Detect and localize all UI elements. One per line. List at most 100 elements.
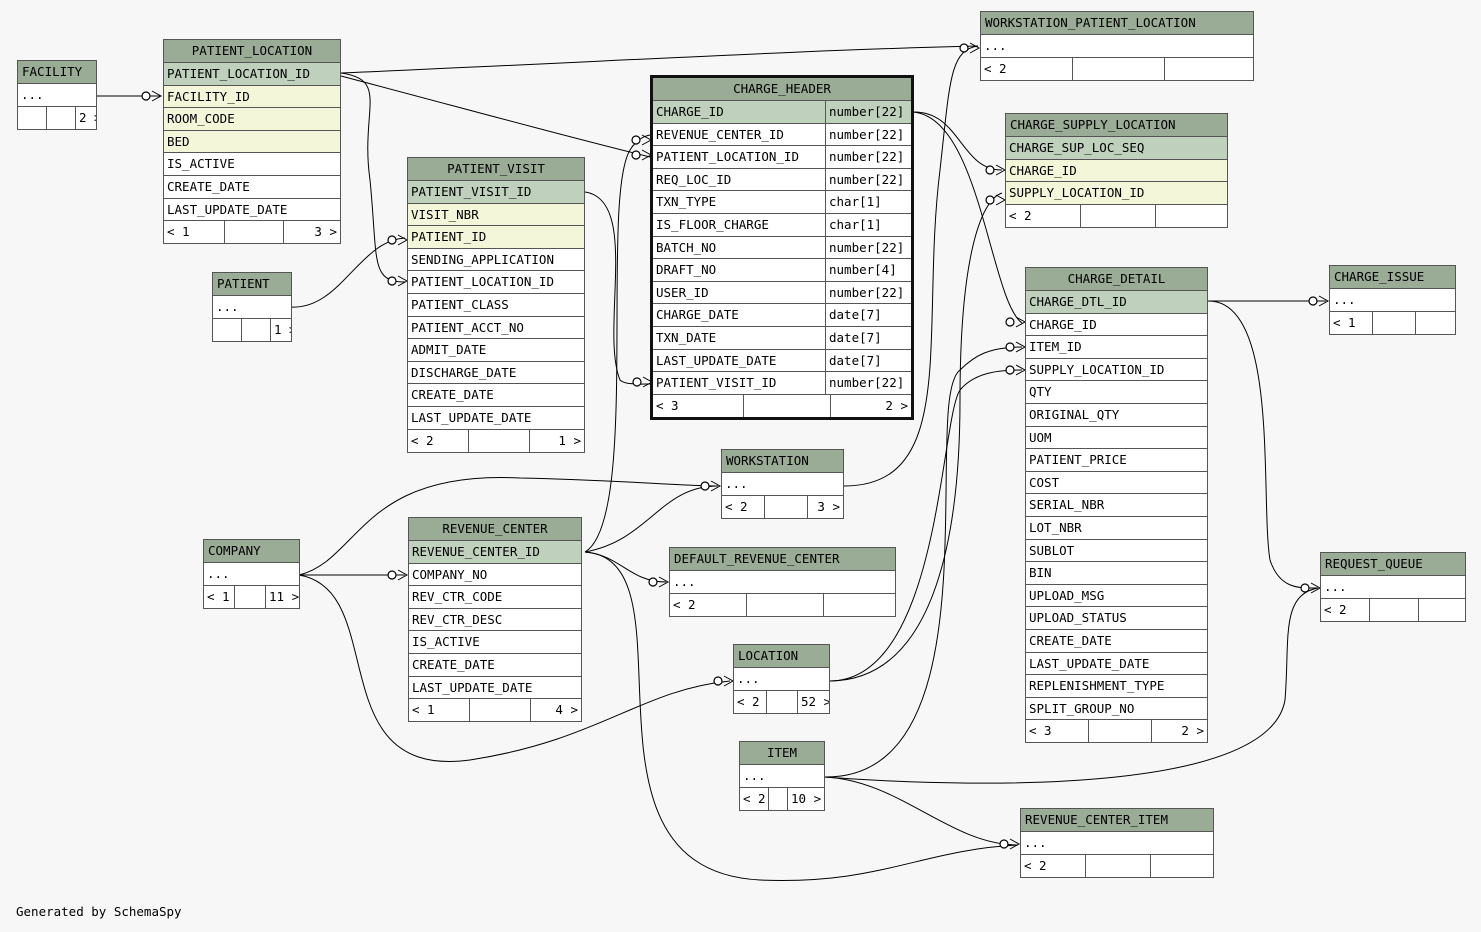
column-row[interactable]: BED xyxy=(164,130,340,154)
column-row[interactable]: CREATE_DATE xyxy=(409,654,581,677)
column-name: ORIGINAL_QTY xyxy=(1029,406,1120,422)
column-row[interactable]: REVENUE_CENTER_ID xyxy=(409,541,581,564)
location-table[interactable]: LOCATION ... < 2 52 > xyxy=(733,644,830,714)
column-type: number[22] xyxy=(825,236,911,259)
column-row[interactable]: UPLOAD_STATUS xyxy=(1026,607,1207,630)
column-type: char[1] xyxy=(825,191,911,213)
column-row[interactable]: QTY xyxy=(1026,381,1207,404)
workstation-table[interactable]: WORKSTATION ... < 2 3 > xyxy=(721,449,844,519)
item-table[interactable]: ITEM ... < 2 10 > xyxy=(739,741,825,811)
charge-issue-footer: < 1 xyxy=(1330,311,1455,334)
column-row[interactable]: LAST_UPDATE_DATE xyxy=(408,407,584,430)
column-row[interactable]: SERIAL_NBR xyxy=(1026,494,1207,517)
column-row[interactable]: VISIT_NBR xyxy=(408,203,584,227)
column-row[interactable]: IS_ACTIVE xyxy=(409,631,581,654)
patient-ellipsis-row: ... xyxy=(213,296,291,319)
item-ellipsis-row: ... xyxy=(740,765,824,788)
request-queue-table[interactable]: REQUEST_QUEUE ... < 2 xyxy=(1320,552,1466,622)
column-row[interactable]: PATIENT_LOCATION_ID xyxy=(408,271,584,294)
column-row[interactable]: REV_CTR_CODE xyxy=(409,586,581,609)
column-row[interactable]: ORIGINAL_QTY xyxy=(1026,404,1207,427)
column-row[interactable]: SUPPLY_LOCATION_ID xyxy=(1006,182,1227,205)
charge-supply-location-table[interactable]: CHARGE_SUPPLY_LOCATION CHARGE_SUP_LOC_SE… xyxy=(1005,113,1228,228)
column-row[interactable]: UPLOAD_MSG xyxy=(1026,585,1207,608)
column-row[interactable]: ADMIT_DATE xyxy=(408,339,584,362)
company-table[interactable]: COMPANY ... < 1 11 > xyxy=(203,539,300,609)
column-type: number[22] xyxy=(825,168,911,191)
column-row[interactable]: REV_CTR_DESC xyxy=(409,609,581,632)
column-row[interactable]: REPLENISHMENT_TYPE xyxy=(1026,675,1207,698)
patient-table[interactable]: PATIENT ... 1 > xyxy=(212,272,292,342)
column-row[interactable]: SUPPLY_LOCATION_ID xyxy=(1026,359,1207,382)
default-revenue-center-title: DEFAULT_REVENUE_CENTER xyxy=(670,548,895,571)
request-queue-title: REQUEST_QUEUE xyxy=(1321,553,1465,576)
column-name: LAST_UPDATE_DATE xyxy=(411,409,532,425)
workstation-title: WORKSTATION xyxy=(722,450,843,473)
revenue-center-item-table[interactable]: REVENUE_CENTER_ITEM ... < 2 xyxy=(1020,808,1214,878)
default-revenue-center-table[interactable]: DEFAULT_REVENUE_CENTER ... < 2 xyxy=(669,547,896,617)
column-row[interactable]: LAST_UPDATE_DATE xyxy=(1026,653,1207,676)
column-name: PATIENT_LOCATION_ID xyxy=(411,274,554,290)
column-row[interactable]: SUBLOT xyxy=(1026,540,1207,563)
column-row[interactable]: ROOM_CODE xyxy=(164,108,340,131)
facility-ellipsis-row: ... xyxy=(18,84,96,107)
column-name: COST xyxy=(1029,474,1060,490)
charge-supply-location-title: CHARGE_SUPPLY_LOCATION xyxy=(1006,114,1227,137)
column-row[interactable]: CREATE_DATE xyxy=(408,384,584,407)
column-row[interactable]: UOM xyxy=(1026,427,1207,450)
column-row[interactable]: CHARGE_DTL_ID xyxy=(1026,291,1207,314)
column-name: CREATE_DATE xyxy=(411,387,494,403)
column-row[interactable]: LAST_UPDATE_DATE xyxy=(409,677,581,700)
column-row[interactable]: PATIENT_VISIT_ID xyxy=(408,181,584,204)
column-row[interactable]: DISCHARGE_DATE xyxy=(408,362,584,385)
column-row[interactable]: PATIENT_LOCATION_ID xyxy=(164,63,340,86)
column-row[interactable]: BIN xyxy=(1026,562,1207,585)
column-row[interactable]: CREATE_DATE xyxy=(1026,630,1207,653)
column-row[interactable]: PATIENT_ACCT_NO xyxy=(408,317,584,340)
column-row[interactable]: PATIENT_ID xyxy=(408,226,584,249)
column-row[interactable]: SENDING_APPLICATION xyxy=(408,249,584,272)
column-name: IS_FLOOR_CHARGE xyxy=(656,216,769,232)
column-row[interactable]: ITEM_ID xyxy=(1026,336,1207,359)
column-row[interactable]: IS_ACTIVE xyxy=(164,153,340,176)
default-revenue-center-footer: < 2 xyxy=(670,593,895,616)
column-row[interactable]: LAST_UPDATE_DATE xyxy=(164,199,340,222)
workstation-patient-location-title: WORKSTATION_PATIENT_LOCATION xyxy=(981,12,1253,35)
charge-issue-table[interactable]: CHARGE_ISSUE ... < 1 xyxy=(1329,265,1456,335)
column-row[interactable]: LOT_NBR xyxy=(1026,517,1207,540)
column-row[interactable]: COST xyxy=(1026,472,1207,495)
column-row[interactable]: SPLIT_GROUP_NO xyxy=(1026,698,1207,721)
column-type: number[4] xyxy=(825,259,911,281)
facility-table[interactable]: FACILITY ... 2 > xyxy=(17,60,97,130)
column-name: PATIENT_LOCATION_ID xyxy=(167,66,310,81)
column-row[interactable]: CHARGE_ID xyxy=(1006,159,1227,183)
column-row[interactable]: COMPANY_NO xyxy=(409,564,581,587)
column-row[interactable]: PATIENT_CLASS xyxy=(408,294,584,317)
column-row[interactable]: PATIENT_PRICE xyxy=(1026,449,1207,472)
charge-issue-title: CHARGE_ISSUE xyxy=(1330,266,1455,289)
column-row[interactable]: CHARGE_SUP_LOC_SEQ xyxy=(1006,137,1227,160)
column-row[interactable]: CHARGE_ID xyxy=(1026,314,1207,337)
column-row[interactable]: CREATE_DATE xyxy=(164,176,340,199)
column-row[interactable]: FACILITY_ID xyxy=(164,85,340,109)
workstation-patient-location-table[interactable]: WORKSTATION_PATIENT_LOCATION ... < 2 xyxy=(980,11,1254,81)
column-name: PATIENT_ID xyxy=(411,229,487,245)
